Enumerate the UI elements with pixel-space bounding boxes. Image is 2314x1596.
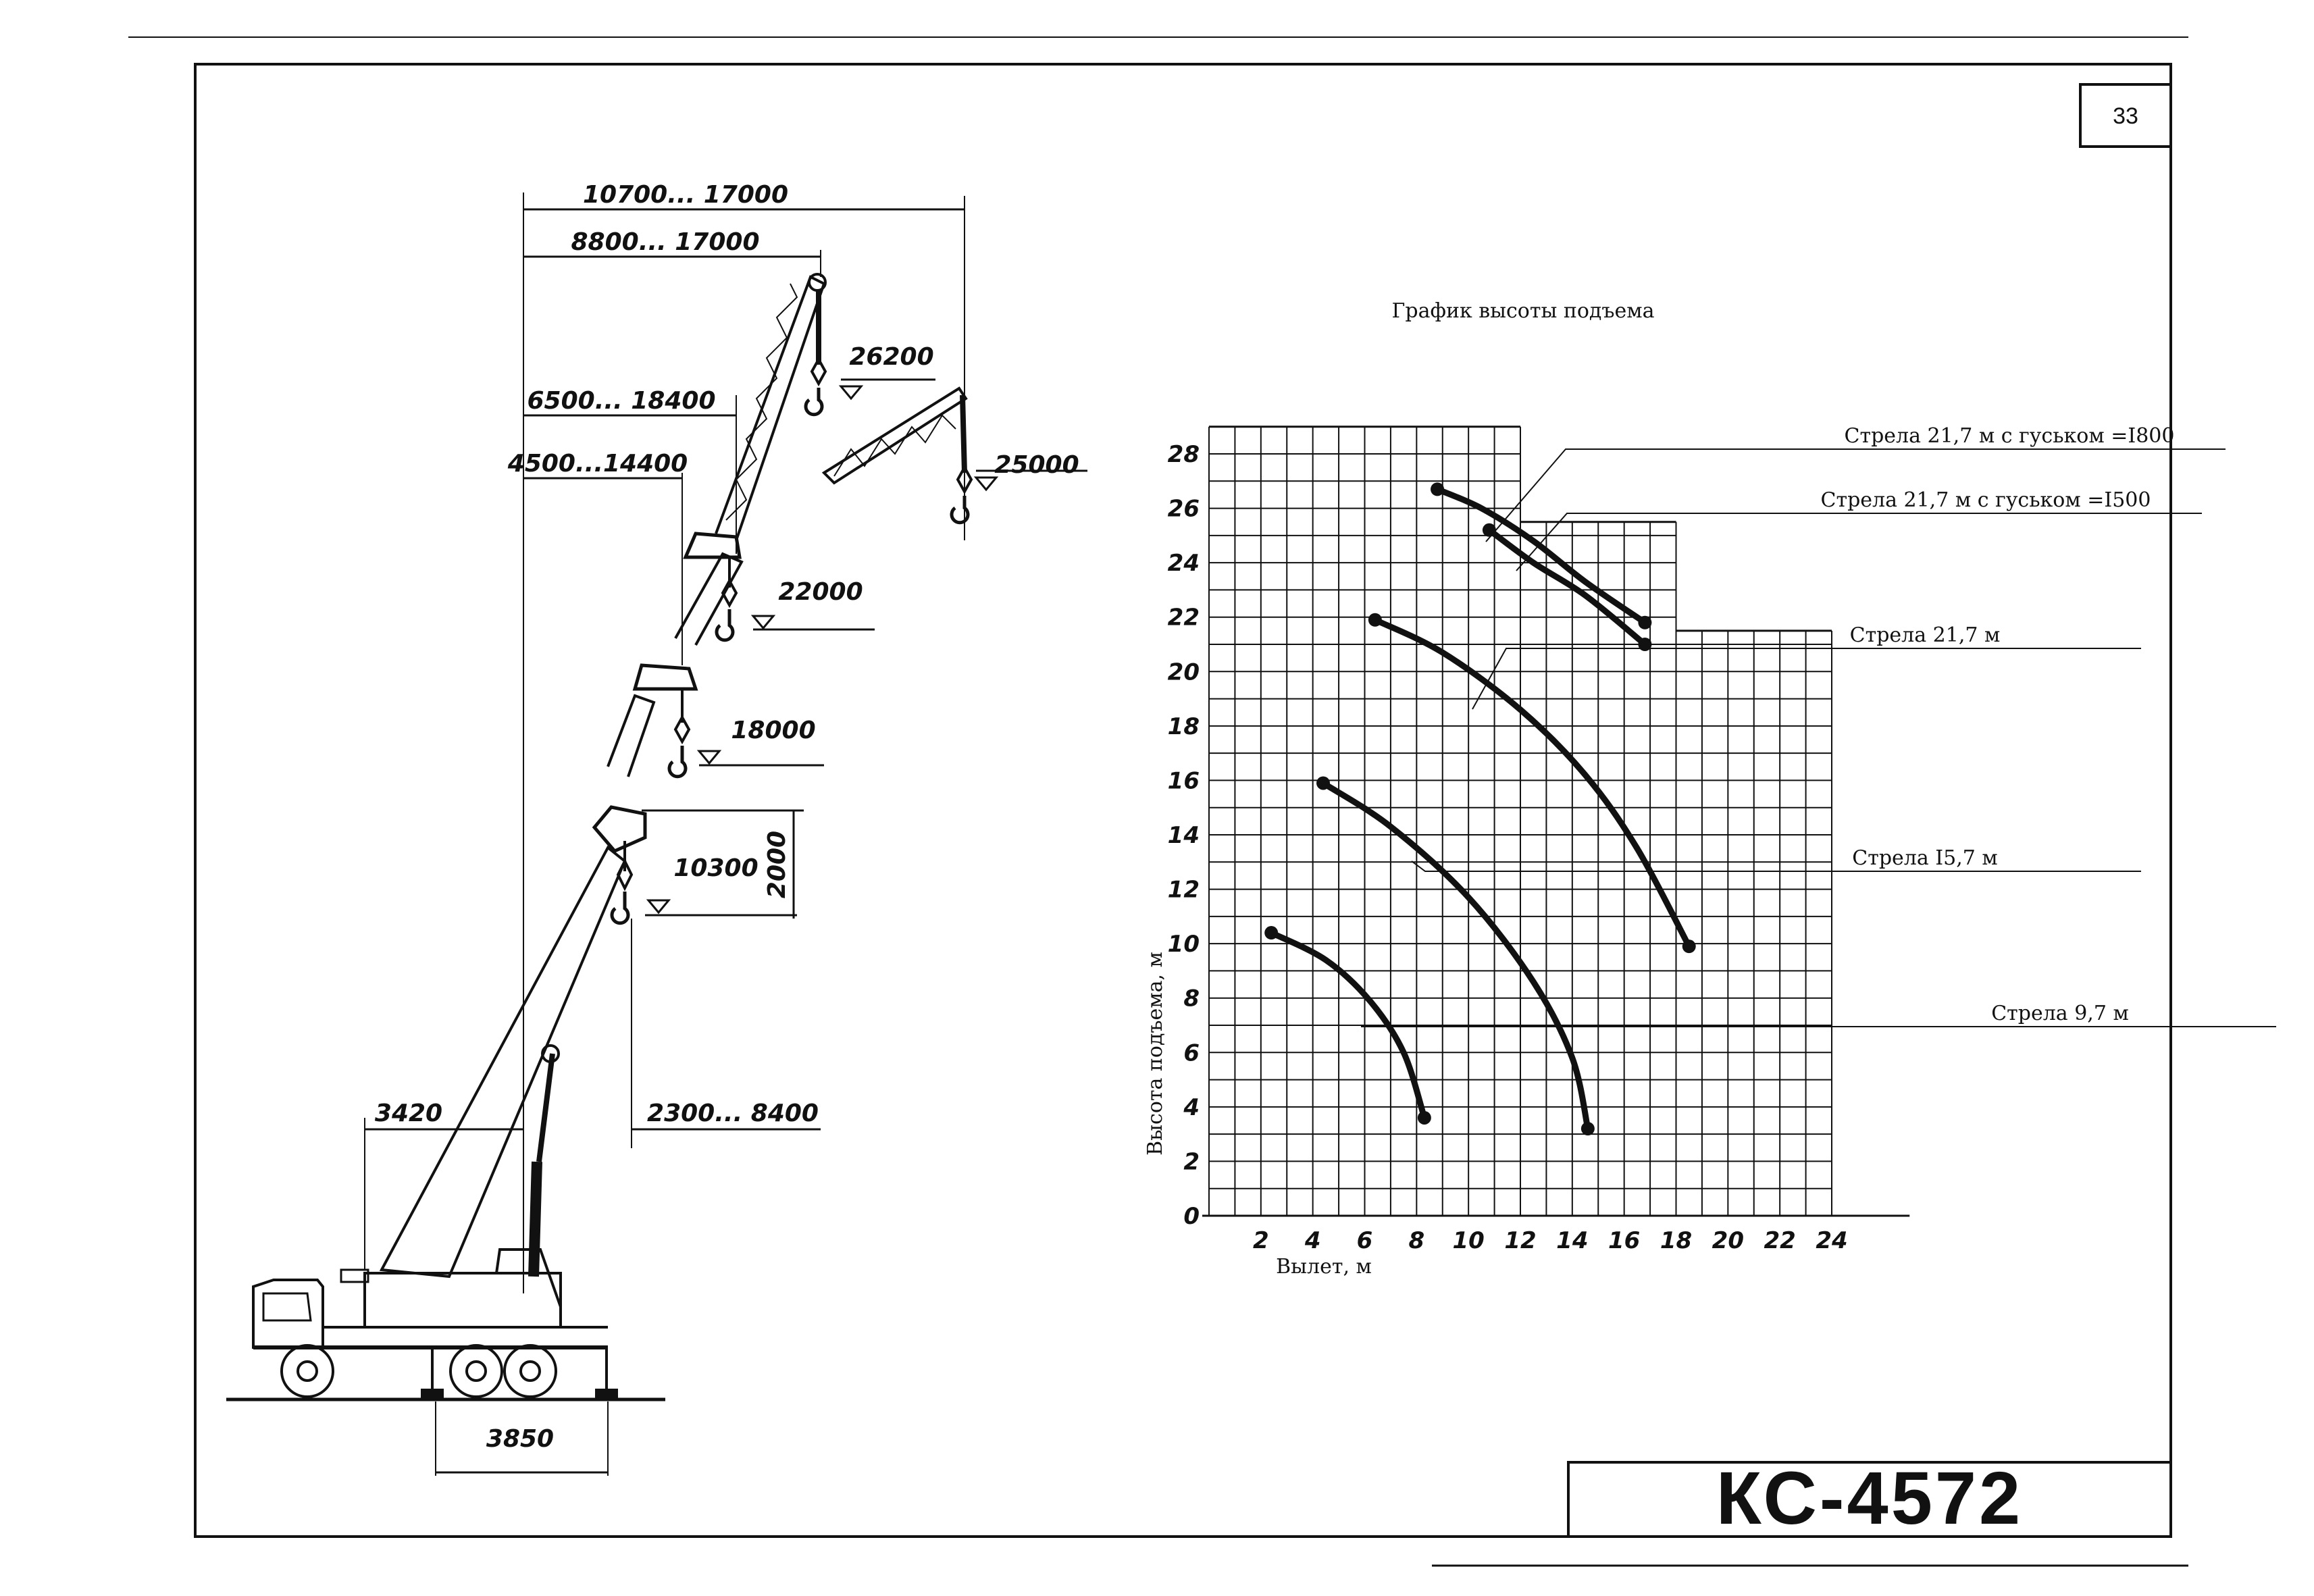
front-wheel xyxy=(280,1344,334,1398)
title-block: КС-4572 xyxy=(1567,1457,2172,1540)
x-tick-label: 20 xyxy=(1712,1227,1744,1254)
y-tick-label: 0 xyxy=(1183,1203,1200,1230)
mid-boom xyxy=(607,694,656,777)
legend-leader-line xyxy=(1472,648,2141,710)
legend-label: Стрела 21,7 м с гуськом =I500 xyxy=(1821,488,2151,512)
x-tick-label: 22 xyxy=(1764,1227,1796,1254)
y-tick-label: 18 xyxy=(1168,713,1200,740)
y-tick-label: 16 xyxy=(1168,767,1200,794)
dim-hook-offset: 2000 xyxy=(763,831,791,898)
drawing-title: КС-4572 xyxy=(1716,1457,2023,1540)
short-boom xyxy=(379,845,627,1279)
series-endpoint xyxy=(1482,523,1496,537)
y-tick-label: 6 xyxy=(1183,1039,1200,1066)
y-tick-label: 2 xyxy=(1183,1148,1200,1175)
legend-leader-line xyxy=(1411,860,2141,872)
y-tick-label: 24 xyxy=(1168,550,1200,577)
series-curve xyxy=(1320,779,1591,1132)
legend-label: Стрела I5,7 м xyxy=(1852,846,1997,870)
x-tick-label: 16 xyxy=(1608,1227,1640,1254)
chart-title: График высоты подъема xyxy=(1392,299,1655,323)
chart-grid xyxy=(1202,426,1910,1217)
dim-height-top: 26200 xyxy=(849,343,933,371)
series-endpoint xyxy=(1368,613,1382,627)
lattice-boom xyxy=(715,275,826,541)
dim-span-fourth: 4500...14400 xyxy=(507,450,688,478)
dim-span-second: 8800... 17000 xyxy=(571,228,760,256)
rear-wheel-2 xyxy=(503,1344,557,1398)
y-tick-label: 4 xyxy=(1183,1094,1200,1121)
x-tick-label: 12 xyxy=(1504,1227,1536,1254)
page-number-box: 33 xyxy=(2079,83,2172,148)
series-endpoint xyxy=(1264,926,1279,940)
x-tick-label: 10 xyxy=(1453,1227,1485,1254)
dim-wheelbase: 3850 xyxy=(486,1425,554,1453)
page-number: 33 xyxy=(2113,103,2138,129)
y-tick-label: 26 xyxy=(1168,496,1200,523)
dim-span-top: 10700... 17000 xyxy=(583,181,788,209)
legend-leader-line xyxy=(1485,448,2226,542)
dim-reach-short: 2300... 8400 xyxy=(647,1100,819,1127)
dimension-lines xyxy=(365,208,1087,1474)
y-tick-label: 12 xyxy=(1168,877,1200,904)
y-tick-label: 10 xyxy=(1168,931,1200,958)
series-curve xyxy=(1486,527,1648,648)
jib xyxy=(821,386,968,485)
legend-leader-line xyxy=(1516,513,2202,571)
x-tick-label: 8 xyxy=(1408,1227,1424,1254)
series-endpoint xyxy=(1417,1110,1431,1125)
series-endpoint xyxy=(1580,1122,1595,1136)
series-endpoint xyxy=(1682,939,1696,954)
level-triangles xyxy=(646,385,999,915)
y-tick-label: 14 xyxy=(1168,822,1200,849)
chart-ylabel: Высота подъема, м xyxy=(1143,952,1167,1156)
legend-label: Стрела 21,7 м xyxy=(1850,623,2001,647)
dim-height-jib: 25000 xyxy=(994,451,1079,479)
series-endpoint xyxy=(1316,776,1331,790)
sheet-frame xyxy=(128,36,2188,1567)
lift-height-chart: График высоты подъема 024681012141618202… xyxy=(1143,299,2276,1279)
series-curve xyxy=(1372,617,1693,950)
chart-xlabel: Вылет, м xyxy=(1276,1255,1372,1279)
x-tick-label: 4 xyxy=(1304,1227,1321,1254)
chart-curves xyxy=(1264,482,1696,1136)
dim-tail: 3420 xyxy=(375,1100,442,1127)
y-tick-label: 8 xyxy=(1183,985,1200,1012)
x-tick-label: 14 xyxy=(1556,1227,1588,1254)
rear-wheel-1 xyxy=(449,1344,503,1398)
legend-label: Стрела 9,7 м xyxy=(1991,1002,2129,1025)
y-tick-label: 22 xyxy=(1168,604,1200,632)
crane-drawing xyxy=(226,192,973,1476)
dim-height-low: 18000 xyxy=(731,717,815,744)
series-curve xyxy=(1268,929,1428,1121)
x-tick-label: 6 xyxy=(1357,1227,1373,1254)
x-tick-label: 2 xyxy=(1253,1227,1269,1254)
series-curve xyxy=(1434,486,1648,626)
y-tick-label: 28 xyxy=(1168,441,1200,468)
y-tick-label: 20 xyxy=(1168,659,1200,686)
x-tick-label: 24 xyxy=(1816,1227,1847,1254)
legend-label: Стрела 21,7 м с гуськом =I800 xyxy=(1845,424,2175,448)
dim-height-short: 10300 xyxy=(673,854,758,882)
series-endpoint xyxy=(1638,615,1652,629)
dim-height-mid: 22000 xyxy=(778,578,863,606)
dim-span-third: 6500... 18400 xyxy=(528,387,716,415)
series-endpoint xyxy=(1431,482,1445,496)
x-tick-label: 18 xyxy=(1660,1227,1692,1254)
